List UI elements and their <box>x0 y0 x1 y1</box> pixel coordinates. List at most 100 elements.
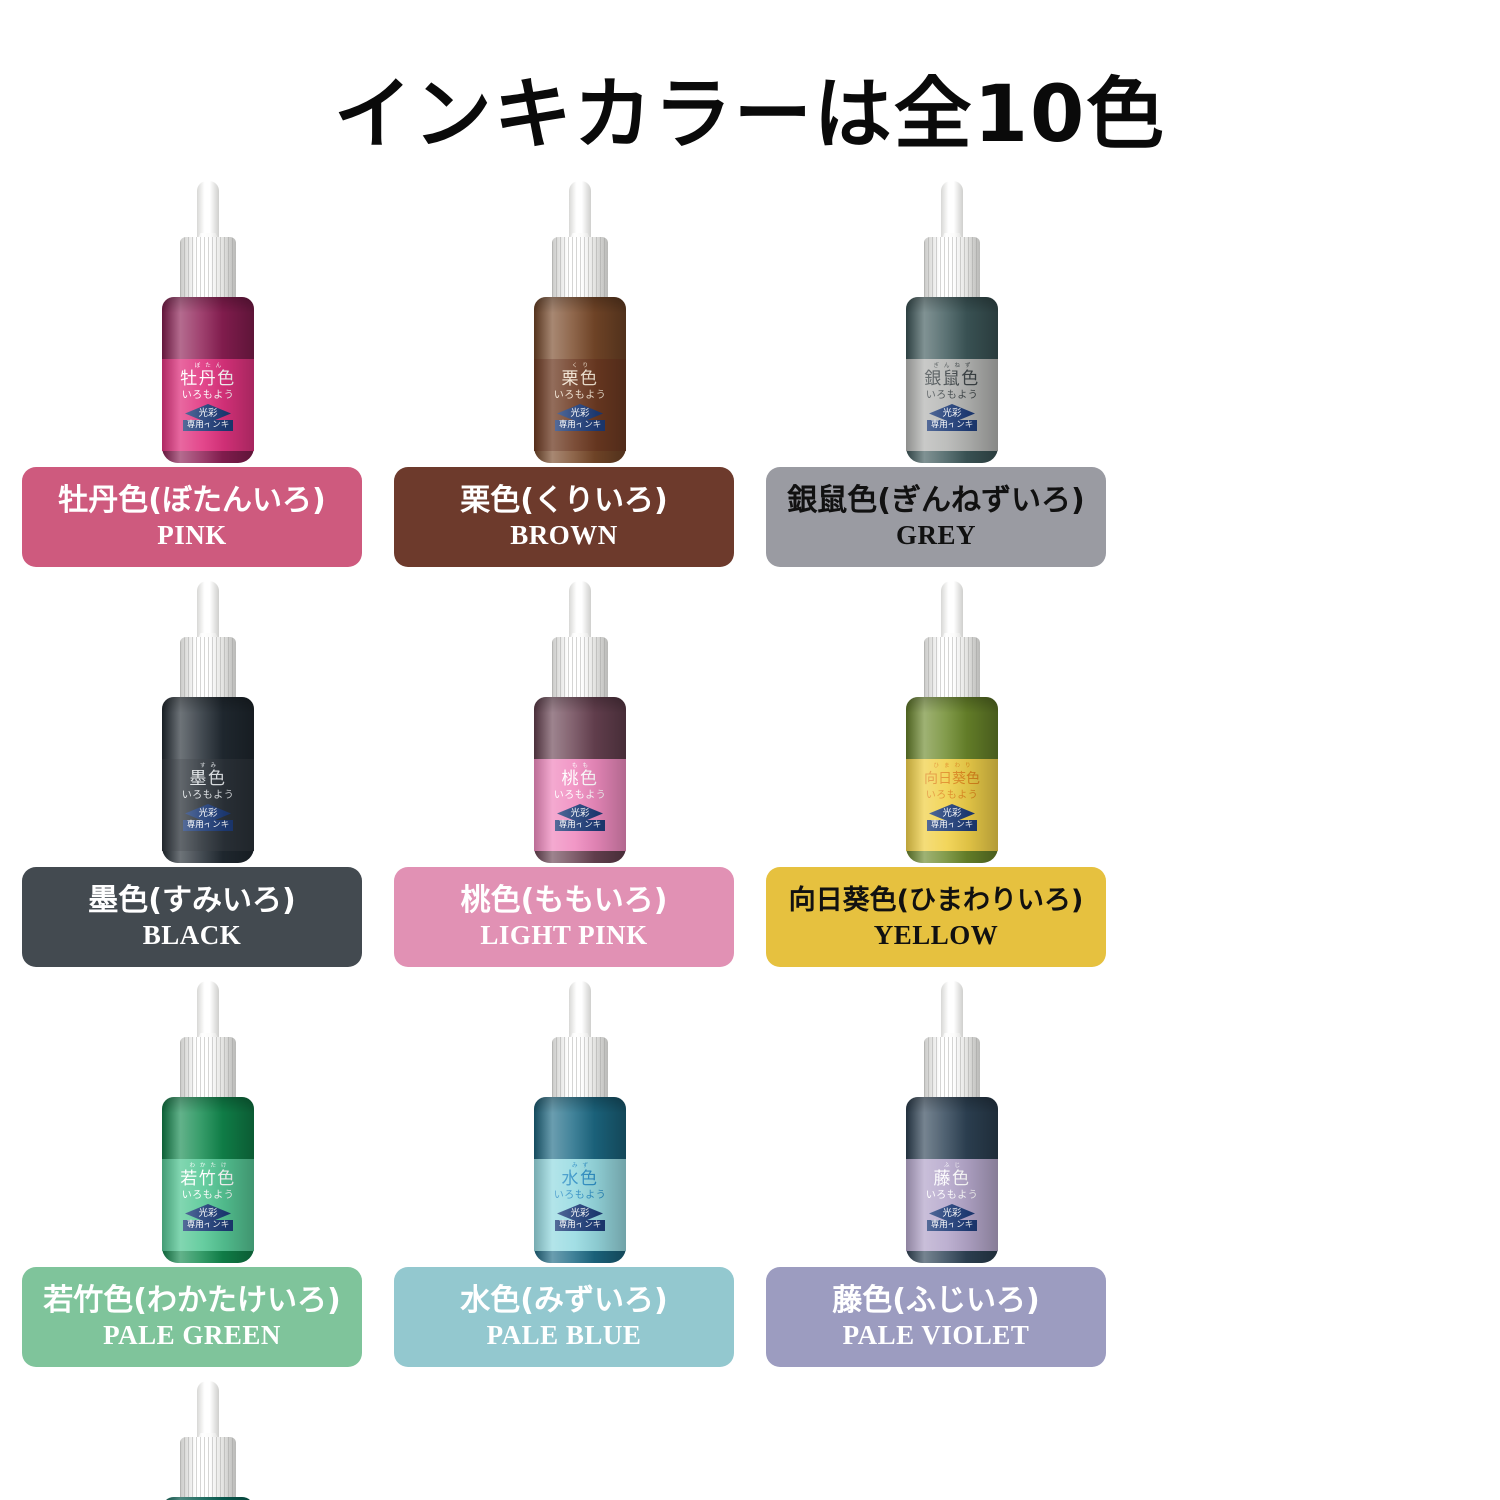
bottle-body: もも桃色いろもよう光彩専用インキ <box>534 697 626 863</box>
ink-bottle: くり栗色いろもよう光彩専用インキ <box>532 181 628 463</box>
kousai-logo-text: 光彩 <box>570 1208 589 1219</box>
bottle-label-color-name: 向日葵色 <box>924 770 980 789</box>
ink-bottle: ぼたん牡丹色いろもよう光彩専用インキ <box>160 181 256 463</box>
color-name-japanese: 水色(みずいろ) <box>460 1283 668 1318</box>
bottle-cap <box>180 637 236 703</box>
bottle-cap <box>180 1037 236 1103</box>
bottle-top-shadow <box>534 697 626 713</box>
bottle-image: もも桃色いろもよう光彩専用インキ <box>394 575 766 865</box>
bottle-label-ruby: くり <box>567 363 593 370</box>
bottle-label-ruby: すみ <box>195 763 221 770</box>
color-name-plate[interactable]: 藤色(ふじいろ)PALE VIOLET <box>766 1267 1106 1367</box>
ink-bottle: みず水色いろもよう光彩専用インキ <box>532 981 628 1263</box>
color-cell[interactable]: くり栗色いろもよう光彩専用インキ栗色(くりいろ)BROWN <box>394 175 766 575</box>
bottle-label-color-name: 水色 <box>562 1170 599 1189</box>
color-name-english: PALE GREEN <box>103 1320 281 1350</box>
bottle-top-shadow <box>162 297 254 313</box>
dropper-nozzle-icon <box>197 181 219 243</box>
bottle-label-ink-text: 専用インキ <box>926 1220 978 1231</box>
ink-bottle: とくさ木賊色いろもよう光彩専用インキ <box>160 1381 256 1500</box>
bottle-product-label: ひまわり向日葵色いろもよう光彩専用インキ <box>906 759 998 851</box>
bottle-label-gloss <box>534 759 626 851</box>
bottle-image: ひまわり向日葵色いろもよう光彩専用インキ <box>766 575 1138 865</box>
color-cell[interactable]: すみ墨色いろもよう光彩専用インキ墨色(すみいろ)BLACK <box>22 575 394 975</box>
bottle-label-brand: いろもよう <box>182 789 235 802</box>
bottle-product-label: わかたけ若竹色いろもよう光彩専用インキ <box>162 1159 254 1251</box>
kousai-logo-text: 光彩 <box>198 808 217 819</box>
bottle-image: ぼたん牡丹色いろもよう光彩専用インキ <box>22 175 394 465</box>
bottle-label-ink-text: 専用インキ <box>926 820 978 831</box>
bottle-label-ruby: ぼたん <box>190 363 227 370</box>
bottle-label-brand: いろもよう <box>926 389 979 402</box>
color-name-english: GREY <box>895 520 976 550</box>
bottle-label-color-name: 若竹色 <box>180 1170 236 1189</box>
color-name-english: LIGHT PINK <box>480 920 648 950</box>
kousai-diamond-logo: 光彩 <box>929 404 975 423</box>
color-name-plate[interactable]: 水色(みずいろ)PALE BLUE <box>394 1267 734 1367</box>
color-cell[interactable]: ぼたん牡丹色いろもよう光彩専用インキ牡丹色(ぼたんいろ)PINK <box>22 175 394 575</box>
color-name-japanese: 藤色(ふじいろ) <box>832 1283 1040 1318</box>
page-title: インキカラーは全10色 <box>333 70 1167 160</box>
bottle-cap <box>552 1037 608 1103</box>
kousai-diamond-logo: 光彩 <box>185 1204 231 1223</box>
color-name-plate[interactable]: 墨色(すみいろ)BLACK <box>22 867 362 967</box>
color-cell[interactable]: わかたけ若竹色いろもよう光彩専用インキ若竹色(わかたけいろ)PALE GREEN <box>22 975 394 1375</box>
bottle-label-brand: いろもよう <box>926 789 979 802</box>
color-name-plate[interactable]: 若竹色(わかたけいろ)PALE GREEN <box>22 1267 362 1367</box>
bottle-top-shadow <box>534 297 626 313</box>
color-name-plate[interactable]: 向日葵色(ひまわりいろ) YELLOW <box>766 867 1106 967</box>
bottle-product-label: みず水色いろもよう光彩専用インキ <box>534 1159 626 1251</box>
bottle-product-label: くり栗色いろもよう光彩専用インキ <box>534 359 626 451</box>
bottle-top-shadow <box>906 697 998 713</box>
bottle-cap <box>552 237 608 303</box>
kousai-diamond-logo: 光彩 <box>929 804 975 823</box>
color-name-japanese: 墨色(すみいろ) <box>88 883 296 918</box>
bottle-image: とくさ木賊色いろもよう光彩専用インキ <box>22 1375 394 1500</box>
bottle-label-brand: いろもよう <box>554 789 607 802</box>
color-name-english: PALE VIOLET <box>842 1320 1030 1350</box>
color-name-plate[interactable]: 栗色(くりいろ)BROWN <box>394 467 734 567</box>
color-name-plate[interactable]: 銀鼠色(ぎんねずいろ)GREY <box>766 467 1106 567</box>
color-cell[interactable]: もも桃色いろもよう光彩専用インキ桃色(ももいろ)LIGHT PINK <box>394 575 766 975</box>
color-name-english: PINK <box>157 520 227 550</box>
kousai-diamond-logo: 光彩 <box>929 1204 975 1223</box>
bottle-product-label: ぎんねず銀鼠色いろもよう光彩専用インキ <box>906 359 998 451</box>
bottle-cap <box>924 1037 980 1103</box>
ink-bottle: ひまわり向日葵色いろもよう光彩専用インキ <box>904 581 1000 863</box>
bottle-label-brand: いろもよう <box>554 1189 607 1202</box>
kousai-diamond-logo: 光彩 <box>185 804 231 823</box>
bottle-body: ぼたん牡丹色いろもよう光彩専用インキ <box>162 297 254 463</box>
color-name-japanese: 牡丹色(ぼたんいろ) <box>58 483 326 518</box>
color-name-english: YELLOW <box>873 920 999 950</box>
bottle-image: ぎんねず銀鼠色いろもよう光彩専用インキ <box>766 175 1138 465</box>
bottle-cap <box>552 637 608 703</box>
bottle-label-color-name: 墨色 <box>190 770 227 789</box>
bottle-label-gloss <box>162 759 254 851</box>
kousai-diamond-logo: 光彩 <box>557 1204 603 1223</box>
bottle-body: くり栗色いろもよう光彩専用インキ <box>534 297 626 463</box>
bottle-top-shadow <box>906 297 998 313</box>
bottle-label-color-name: 銀鼠色 <box>924 370 980 389</box>
color-name-plate[interactable]: 桃色(ももいろ)LIGHT PINK <box>394 867 734 967</box>
color-name-english: PALE BLUE <box>486 1320 642 1350</box>
color-name-plate[interactable]: 牡丹色(ぼたんいろ)PINK <box>22 467 362 567</box>
color-cell[interactable]: ひまわり向日葵色いろもよう光彩専用インキ向日葵色(ひまわりいろ)YELLOW <box>766 575 1138 975</box>
bottle-top-shadow <box>906 1097 998 1113</box>
bottle-label-color-name: 牡丹色 <box>180 370 236 389</box>
bottle-label-brand: いろもよう <box>554 389 607 402</box>
ink-bottle: ふじ藤色いろもよう光彩専用インキ <box>904 981 1000 1263</box>
kousai-logo-text: 光彩 <box>942 1208 961 1219</box>
bottle-image: わかたけ若竹色いろもよう光彩専用インキ <box>22 975 394 1265</box>
color-cell[interactable]: とくさ木賊色いろもよう光彩専用インキ木賊色(とくさいろ)DARK GREEN <box>22 1375 394 1500</box>
bottle-body: ひまわり向日葵色いろもよう光彩専用インキ <box>906 697 998 863</box>
bottle-label-color-name: 桃色 <box>562 770 599 789</box>
bottle-label-ink-text: 専用インキ <box>554 1220 606 1231</box>
dropper-nozzle-icon <box>569 181 591 243</box>
bottle-cap <box>924 237 980 303</box>
color-cell[interactable]: みず水色いろもよう光彩専用インキ水色(みずいろ)PALE BLUE <box>394 975 766 1375</box>
color-cell[interactable]: ふじ藤色いろもよう光彩専用インキ藤色(ふじいろ)PALE VIOLET <box>766 975 1138 1375</box>
bottle-label-ink-text: 専用インキ <box>554 420 606 431</box>
bottle-cap <box>924 637 980 703</box>
color-cell[interactable]: ぎんねず銀鼠色いろもよう光彩専用インキ銀鼠色(ぎんねずいろ)GREY <box>766 175 1138 575</box>
color-name-japanese: 向日葵色(ひまわりいろ) <box>788 885 1084 916</box>
